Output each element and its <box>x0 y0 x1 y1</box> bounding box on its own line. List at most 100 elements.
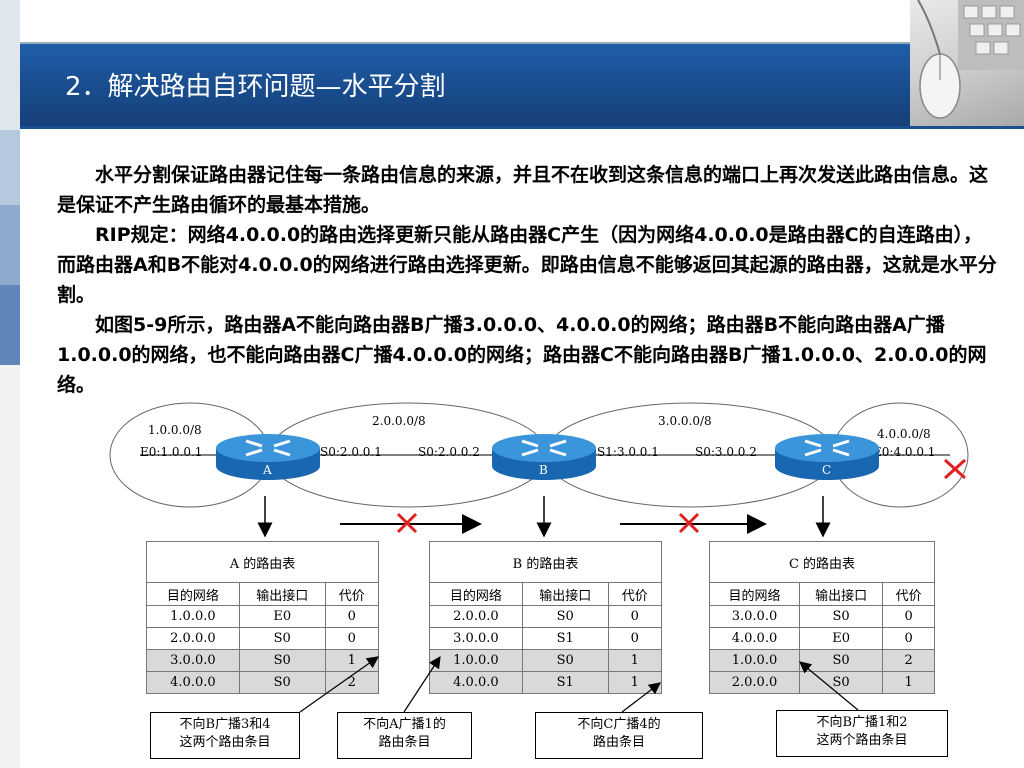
slide-title: 2．解决路由自环问题—水平分割 <box>65 72 446 102</box>
cell: S0 <box>798 649 884 672</box>
col-iface-header: 输出接口 <box>521 582 609 606</box>
note-c: 不向B广播1和2 这两个路由条目 <box>776 710 948 757</box>
cell: S1 <box>521 627 609 650</box>
router-a-label: A <box>262 463 272 477</box>
network-label-1: 1.0.0.0/8 <box>148 423 202 437</box>
cell: 0 <box>324 605 380 628</box>
col-cost-header: 代价 <box>324 582 380 606</box>
note-line: 路由条目 <box>592 735 645 750</box>
header-bottom-rule <box>20 126 1024 129</box>
paragraph-2: RIP规定：网络4.0.0.0的路由选择更新只能从路由器C产生（因为网络4.0.… <box>57 224 997 306</box>
cell: 2.0.0.0 <box>146 627 240 650</box>
router-b-label: B <box>539 463 548 477</box>
slide-header-bar: 2．解决路由自环问题—水平分割 <box>20 44 910 126</box>
note-line: 不向A广播1的 <box>363 717 446 732</box>
router-c-icon: C <box>775 434 879 480</box>
note-line: 这两个路由条目 <box>179 735 271 750</box>
network-label-2: 2.0.0.0/8 <box>372 414 426 428</box>
cell: 1 <box>607 671 663 694</box>
left-decor-strip <box>0 0 20 768</box>
iface-c-e0: E0:4.0.0.1 <box>873 445 935 459</box>
iface-a-s0: S0:2.0.0.1 <box>320 445 382 459</box>
table-c-caption: C 的路由表 <box>709 541 935 583</box>
cell: 4.0.0.0 <box>709 627 800 650</box>
cell: S0 <box>798 671 884 694</box>
cell: S0 <box>238 649 326 672</box>
cell: 1 <box>324 649 380 672</box>
router-c-label: C <box>822 463 831 477</box>
cell: 1.0.0.0 <box>709 649 800 672</box>
cross-icon-net4 <box>943 458 967 480</box>
cell: 3.0.0.0 <box>429 627 523 650</box>
cell: 0 <box>607 605 663 628</box>
cell: E0 <box>798 627 884 650</box>
cell: 3.0.0.0 <box>709 605 800 628</box>
header-top-rule <box>20 42 910 44</box>
cell: 0 <box>607 627 663 650</box>
cell: 0 <box>324 627 380 650</box>
iface-c-s0: S0:3.0.0.2 <box>695 445 757 459</box>
col-dest-header: 目的网络 <box>429 582 523 606</box>
note-line: 不向C广播4的 <box>577 717 661 732</box>
cell: 2.0.0.0 <box>709 671 800 694</box>
cross-icon-a-to-b <box>396 512 418 534</box>
network-label-3: 3.0.0.0/8 <box>658 414 712 428</box>
paragraph-3: 如图5-9所示，路由器A不能向路由器B广播3.0.0.0、4.0.0.0的网络；… <box>57 314 987 396</box>
paragraph-1: 水平分割保证路由器记住每一条路由信息的来源，并且不在收到这条信息的端口上再次发送… <box>57 164 989 216</box>
cell: 2.0.0.0 <box>429 605 523 628</box>
cell: 2 <box>324 671 380 694</box>
col-cost-header: 代价 <box>882 582 935 606</box>
note-line: 不向B广播3和4 <box>179 717 271 732</box>
cell: S0 <box>798 605 884 628</box>
cell: S0 <box>238 671 326 694</box>
network-label-4: 4.0.0.0/8 <box>877 427 931 441</box>
note-line: 不向B广播1和2 <box>816 715 908 730</box>
col-cost-header: 代价 <box>607 582 663 606</box>
cell: 2 <box>882 649 935 672</box>
note-a: 不向B广播3和4 这两个路由条目 <box>150 712 300 759</box>
cell: 1 <box>882 671 935 694</box>
cell: S1 <box>521 671 609 694</box>
cell: 4.0.0.0 <box>429 671 523 694</box>
col-dest-header: 目的网络 <box>709 582 800 606</box>
body-text: 水平分割保证路由器记住每一条路由信息的来源，并且不在收到这条信息的端口上再次发送… <box>57 160 997 400</box>
cross-icon-b-to-c <box>678 512 700 534</box>
col-iface-header: 输出接口 <box>798 582 884 606</box>
col-dest-header: 目的网络 <box>146 582 240 606</box>
cell: 1.0.0.0 <box>146 605 240 628</box>
cell: E0 <box>238 605 326 628</box>
cell: 4.0.0.0 <box>146 671 240 694</box>
iface-b-s0: S0:2.0.0.2 <box>418 445 480 459</box>
router-b-icon: B <box>492 434 596 480</box>
keyboard-mouse-photo <box>910 0 1024 126</box>
cell: 0 <box>882 627 935 650</box>
cell: 3.0.0.0 <box>146 649 240 672</box>
router-a-icon: A <box>216 434 320 480</box>
split-horizon-diagram: 1.0.0.0/8 2.0.0.0/8 3.0.0.0/8 4.0.0.0/8 … <box>0 400 1024 768</box>
cell: S0 <box>521 649 609 672</box>
cell: S0 <box>521 605 609 628</box>
iface-a-e0: E0:1.0.0.1 <box>140 445 202 459</box>
note-b-to-a: 不向A广播1的 路由条目 <box>337 712 472 759</box>
note-b-to-c: 不向C广播4的 路由条目 <box>535 712 703 759</box>
cell: 0 <box>882 605 935 628</box>
cell: S0 <box>238 627 326 650</box>
col-iface-header: 输出接口 <box>238 582 326 606</box>
cell: 1 <box>607 649 663 672</box>
note-line: 这两个路由条目 <box>816 733 908 748</box>
cell: 1.0.0.0 <box>429 649 523 672</box>
table-a-caption: A 的路由表 <box>146 541 379 583</box>
